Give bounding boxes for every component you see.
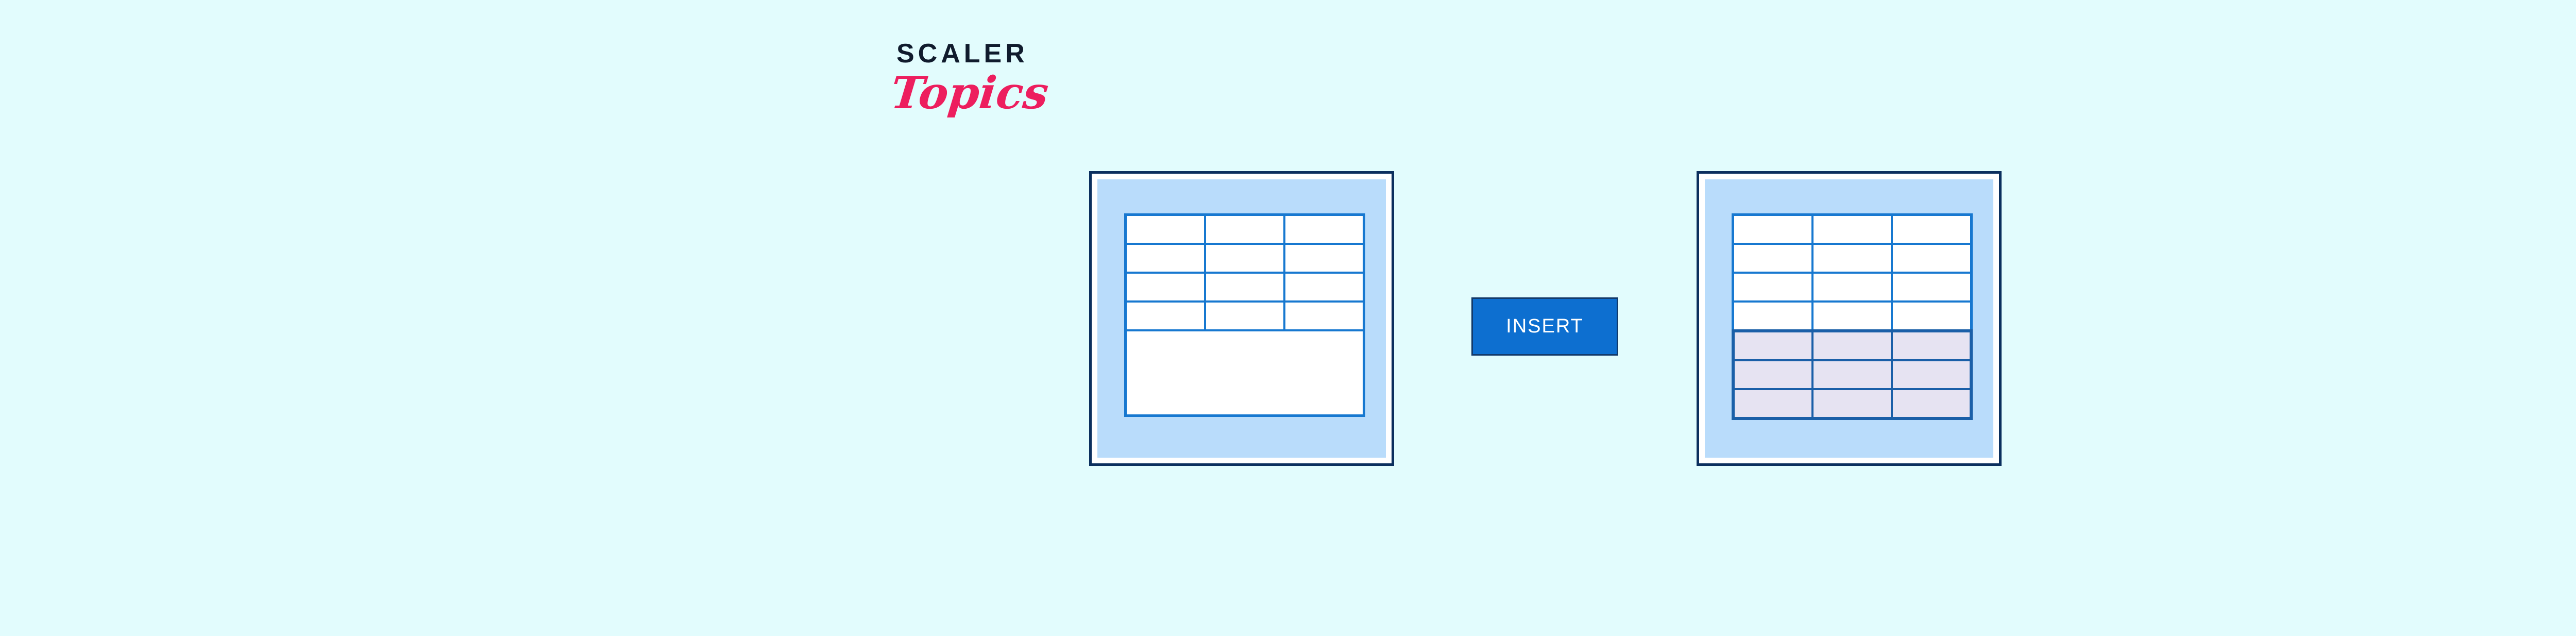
brand-script-text: Topics xyxy=(888,67,1051,119)
inserted-rows-group xyxy=(1732,329,1973,420)
table-cell xyxy=(1206,303,1283,329)
table-cell xyxy=(1285,245,1363,272)
table-card-before-insert xyxy=(1089,171,1394,466)
table-cell xyxy=(1127,216,1204,243)
table-cell xyxy=(1734,245,1811,272)
table-cell xyxy=(1734,303,1811,329)
insert-button[interactable]: INSERT xyxy=(1471,297,1618,356)
table-cell xyxy=(1893,216,1970,243)
inserted-table-row xyxy=(1735,361,1970,388)
table-row xyxy=(1127,274,1363,300)
inserted-table-cell xyxy=(1735,390,1812,417)
table-cell xyxy=(1206,274,1283,300)
table-before-insert xyxy=(1124,213,1365,417)
table-cell xyxy=(1814,245,1891,272)
table-row xyxy=(1734,274,1970,300)
table-cell xyxy=(1127,274,1204,300)
table-cell xyxy=(1814,303,1891,329)
inserted-table-cell xyxy=(1814,390,1891,417)
table-cell xyxy=(1285,216,1363,243)
table-cell xyxy=(1285,274,1363,300)
inserted-table-cell xyxy=(1735,332,1812,359)
scaler-topics-logo: SCALER Topics xyxy=(888,39,1061,128)
table-cell xyxy=(1285,303,1363,329)
table-row xyxy=(1734,303,1970,329)
inserted-table-cell xyxy=(1735,361,1812,388)
table-after-insert xyxy=(1732,213,1973,420)
empty-space-block xyxy=(1127,331,1363,414)
inserted-table-row xyxy=(1735,332,1970,359)
table-card-after-insert xyxy=(1697,171,2002,466)
table-cell xyxy=(1734,274,1811,300)
inserted-table-cell xyxy=(1814,332,1891,359)
table-cell xyxy=(1814,274,1891,300)
table-cell xyxy=(1734,216,1811,243)
card-panel-before xyxy=(1097,179,1386,458)
table-row xyxy=(1127,303,1363,329)
inserted-table-cell xyxy=(1892,361,1970,388)
table-cell xyxy=(1893,303,1970,329)
inserted-table-row xyxy=(1735,390,1970,417)
table-cell xyxy=(1127,245,1204,272)
table-row xyxy=(1734,245,1970,272)
card-panel-after xyxy=(1705,179,1993,458)
table-cell xyxy=(1893,274,1970,300)
inserted-table-cell xyxy=(1814,361,1891,388)
inserted-table-cell xyxy=(1892,332,1970,359)
table-row xyxy=(1127,245,1363,272)
brand-wordmark: SCALER xyxy=(896,39,1028,69)
table-cell xyxy=(1206,216,1283,243)
table-row xyxy=(1734,216,1970,243)
table-cell xyxy=(1893,245,1970,272)
table-row xyxy=(1127,216,1363,243)
inserted-table-cell xyxy=(1892,390,1970,417)
table-cell xyxy=(1814,216,1891,243)
table-cell xyxy=(1206,245,1283,272)
table-cell xyxy=(1127,303,1204,329)
